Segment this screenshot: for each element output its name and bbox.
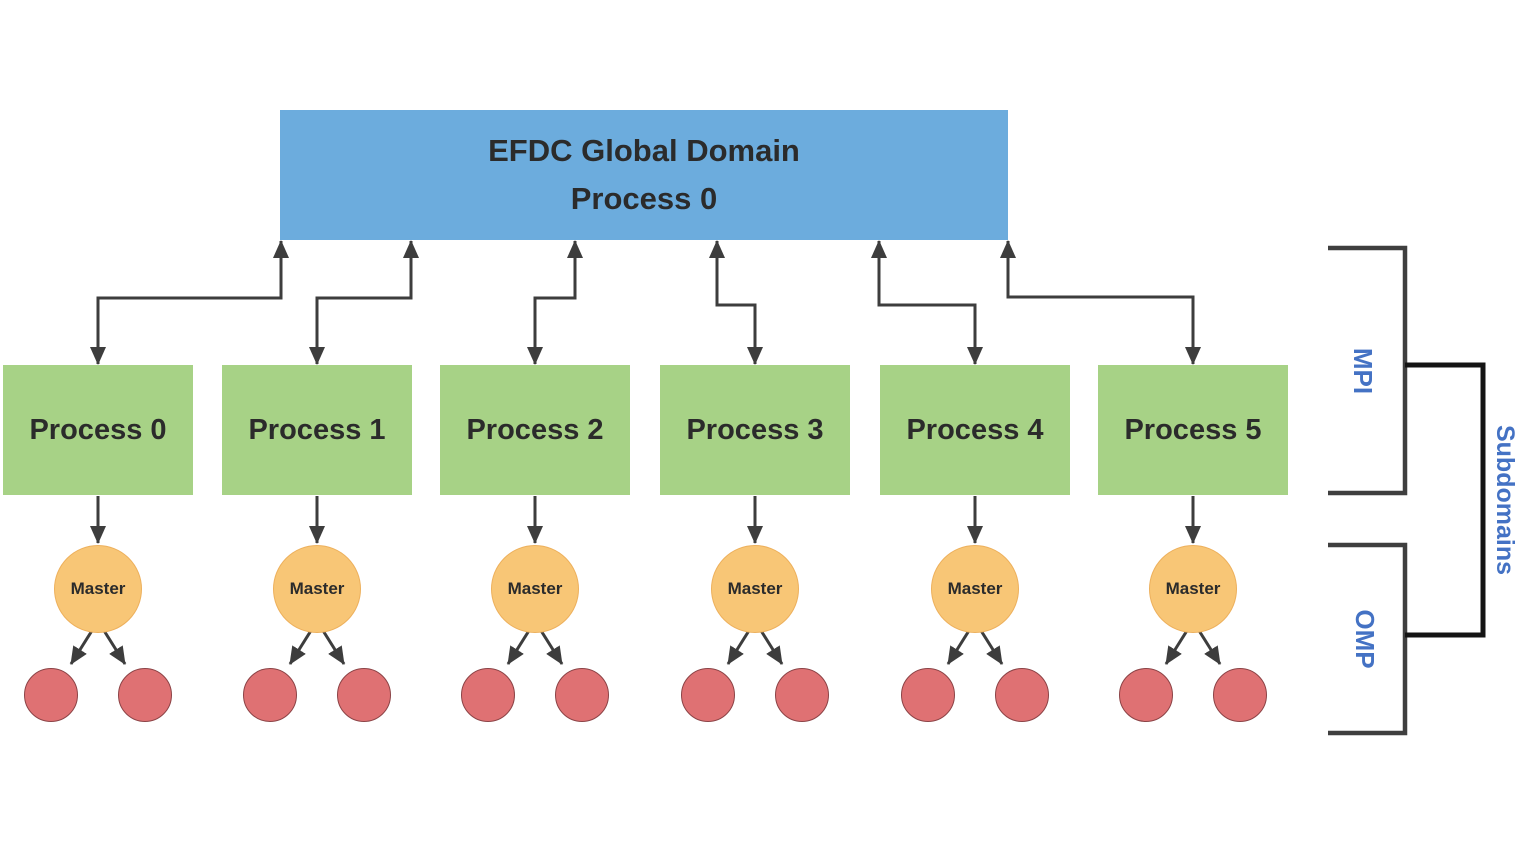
- subdomains-bracket: [1405, 362, 1486, 638]
- global-domain-box: EFDC Global Domain Process 0: [280, 110, 1008, 240]
- master-label: Master: [70, 579, 126, 598]
- process-box-4: Process 4: [880, 365, 1070, 495]
- process-box-5: Process 5: [1098, 365, 1288, 495]
- omp-arrow-3-right: [758, 628, 784, 665]
- process-label: Process 1: [248, 413, 386, 446]
- master-label: Master: [727, 579, 783, 598]
- process-label: Process 5: [1124, 413, 1262, 446]
- worker-circle: [775, 668, 829, 722]
- master-label: Master: [289, 579, 345, 598]
- omp-arrow-0-left: [69, 628, 95, 665]
- omp-arrow-5-right: [1196, 628, 1222, 665]
- worker-circle: [118, 668, 172, 722]
- mpi-connector-1: [309, 240, 419, 365]
- omp-arrow-0-right: [101, 628, 127, 665]
- process-label: Process 3: [686, 413, 824, 446]
- worker-circle: [243, 668, 297, 722]
- master-label: Master: [1165, 579, 1221, 598]
- omp-arrow-2-left: [506, 628, 532, 665]
- omp-arrow-1-left: [288, 628, 314, 665]
- mpi-bracket: [1328, 245, 1408, 496]
- global-domain-subtitle: Process 0: [570, 181, 718, 216]
- master-circle-4: Master: [931, 545, 1019, 633]
- mpi-connector-2: [527, 240, 583, 365]
- process-label: Process 4: [906, 413, 1044, 446]
- worker-circle: [24, 668, 78, 722]
- process-box-3: Process 3: [660, 365, 850, 495]
- omp-arrow-4-right: [978, 628, 1004, 665]
- master-label: Master: [947, 579, 1003, 598]
- master-circle-5: Master: [1149, 545, 1237, 633]
- omp-arrow-3-left: [726, 628, 752, 665]
- master-circle-0: Master: [54, 545, 142, 633]
- worker-circle: [681, 668, 735, 722]
- worker-circle: [901, 668, 955, 722]
- mpi-connector-4: [871, 240, 983, 365]
- worker-circle: [461, 668, 515, 722]
- master-label: Master: [507, 579, 563, 598]
- mpi-connector-0: [90, 240, 289, 365]
- process-box-1: Process 1: [222, 365, 412, 495]
- master-circle-3: Master: [711, 545, 799, 633]
- mpi-connector-3: [709, 240, 763, 365]
- process-box-0: Process 0: [3, 365, 193, 495]
- process-label: Process 2: [466, 413, 604, 446]
- master-circle-1: Master: [273, 545, 361, 633]
- worker-circle: [337, 668, 391, 722]
- worker-circle: [995, 668, 1049, 722]
- omp-bracket: [1328, 542, 1408, 736]
- mpi-label: MPI: [1348, 347, 1379, 395]
- worker-circle: [1213, 668, 1267, 722]
- omp-arrow-4-left: [946, 628, 972, 665]
- worker-circle: [555, 668, 609, 722]
- omp-arrow-5-left: [1164, 628, 1190, 665]
- omp-label: OMP: [1350, 609, 1381, 669]
- worker-circle: [1119, 668, 1173, 722]
- process-box-2: Process 2: [440, 365, 630, 495]
- omp-arrow-2-right: [538, 628, 564, 665]
- master-circle-2: Master: [491, 545, 579, 633]
- omp-arrow-1-right: [320, 628, 346, 665]
- global-domain-title: EFDC Global Domain: [488, 132, 800, 168]
- mpi-connector-5: [1000, 240, 1201, 365]
- subdomains-label: Subdomains: [1491, 424, 1520, 575]
- process-label: Process 0: [29, 413, 167, 446]
